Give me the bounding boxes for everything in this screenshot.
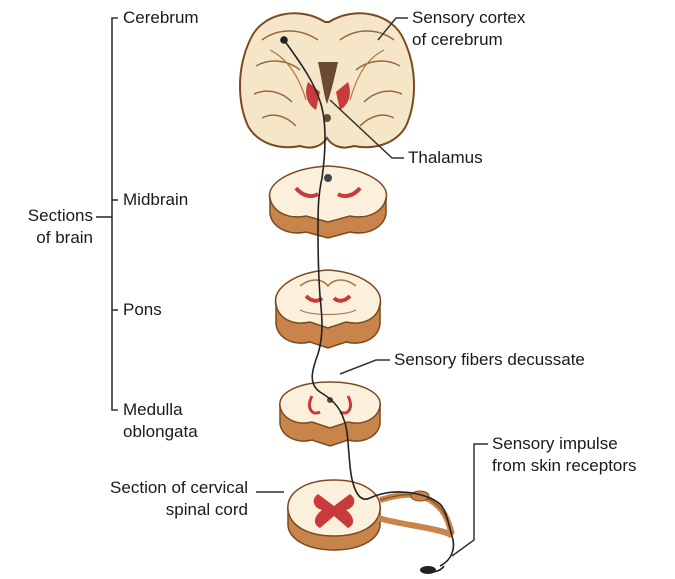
label-sections-of-brain-line1: Sections	[28, 206, 93, 226]
label-sections-of-brain-line2: of brain	[36, 228, 93, 248]
label-thalamus: Thalamus	[408, 148, 483, 168]
cerebrum-section	[240, 13, 414, 147]
skin-receptor	[420, 566, 436, 574]
label-cervical-line1: Section of cervical	[110, 478, 248, 498]
label-cervical-line2: spinal cord	[166, 500, 248, 520]
midbrain-section	[270, 166, 387, 238]
spinal-cord-section	[288, 480, 452, 550]
label-pons: Pons	[123, 300, 162, 320]
label-midbrain: Midbrain	[123, 190, 188, 210]
medulla-section	[280, 382, 380, 446]
label-sensory-cortex-line2: of cerebrum	[412, 30, 503, 50]
brain-sections-bracket	[96, 18, 118, 410]
label-sensory-impulse-line2: from skin receptors	[492, 456, 637, 476]
label-sensory-fibers-decussate: Sensory fibers decussate	[394, 350, 585, 370]
label-medulla-line1: Medulla	[123, 400, 183, 420]
pons-section	[276, 270, 381, 348]
label-medulla-line2: oblongata	[123, 422, 198, 442]
label-cerebrum: Cerebrum	[123, 8, 199, 28]
label-sensory-cortex-line1: Sensory cortex	[412, 8, 525, 28]
label-sensory-impulse-line1: Sensory impulse	[492, 434, 618, 454]
